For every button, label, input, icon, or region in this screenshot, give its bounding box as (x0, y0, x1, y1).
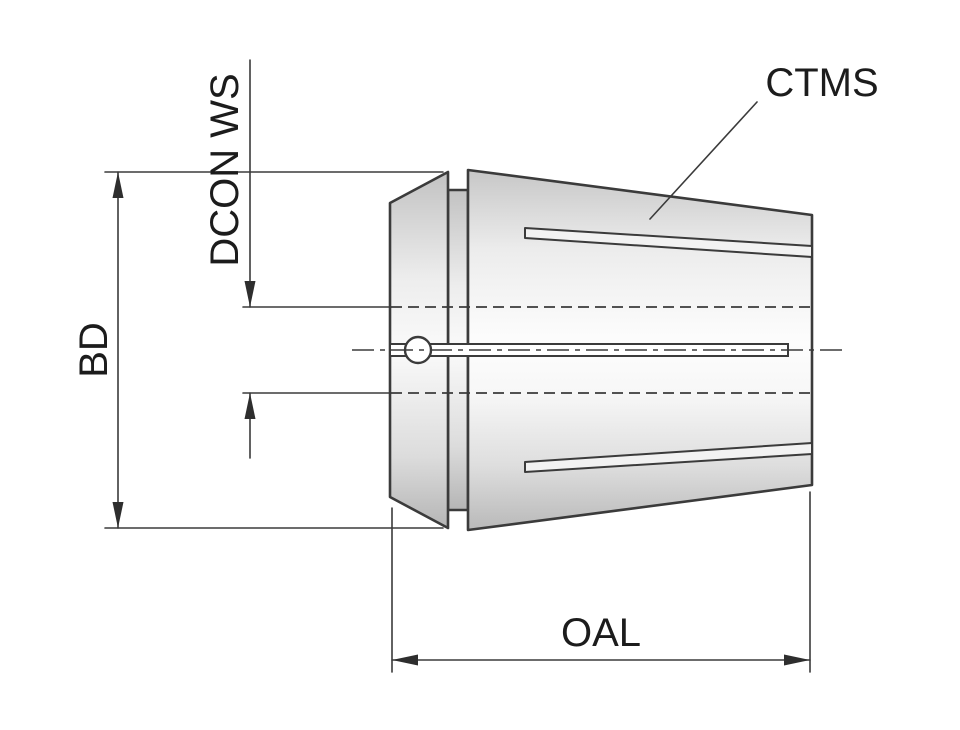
dconws-dimension: DCON WS (203, 59, 392, 459)
dconws-arrow-up (244, 393, 256, 419)
collet-outline (352, 168, 848, 532)
dconws-label: DCON WS (203, 73, 247, 266)
upper-slot (524, 227, 813, 258)
oal-arrow-right (784, 654, 810, 666)
lower-slot (524, 442, 813, 473)
bd-label: BD (72, 322, 116, 378)
bd-arrow-down (112, 502, 124, 528)
ctms-callout: CTMS (649, 61, 879, 220)
dconws-arrow-down (244, 281, 256, 307)
bd-arrow-up (112, 172, 124, 198)
ctms-label: CTMS (765, 61, 878, 105)
bd-dimension: BD (72, 171, 444, 529)
oal-label: OAL (561, 611, 641, 655)
oal-arrow-left (392, 654, 418, 666)
ctms-leader-line (649, 101, 758, 220)
oal-dimension: OAL (391, 491, 811, 673)
